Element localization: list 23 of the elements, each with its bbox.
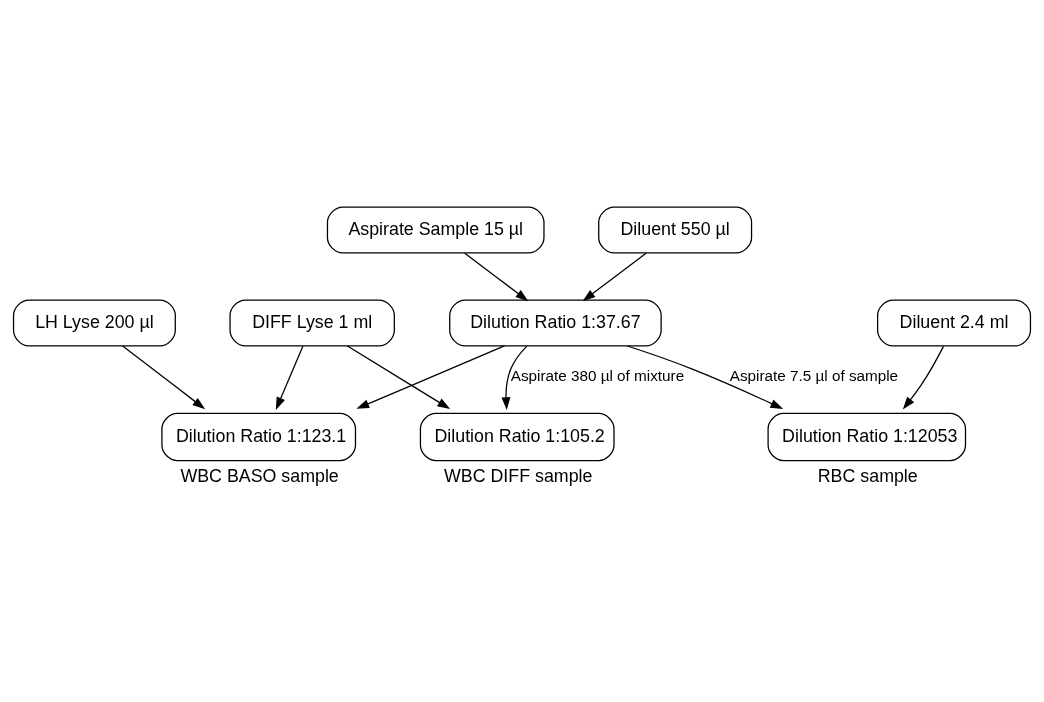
node-label: RBC sample: [817, 466, 918, 487]
arrow: [626, 345, 784, 410]
arrow: [122, 345, 206, 410]
arrow: [501, 345, 528, 411]
node-box: Dilution Ratio 1:12053: [767, 412, 967, 462]
arrow: [275, 345, 304, 411]
arrow: [902, 345, 945, 410]
node-label: WBC BASO sample: [180, 466, 339, 487]
node-box: Diluent 2.4 ml: [877, 299, 1032, 347]
edge-label: Aspirate 380 µl of mixture: [510, 367, 685, 385]
node-box: DIFF Lyse 1 ml: [229, 299, 395, 347]
arrow: [582, 252, 647, 302]
node-box: LH Lyse 200 µl: [12, 299, 176, 347]
node-box: Diluent 550 µl: [598, 206, 753, 254]
edge-label: Aspirate 7.5 µl of sample: [729, 367, 899, 385]
node-box: Dilution Ratio 1:123.1: [161, 412, 357, 462]
arrow: [356, 345, 506, 409]
arrow: [346, 345, 451, 410]
node-box: Dilution Ratio 1:37.67: [449, 299, 662, 347]
node-box: Aspirate Sample 15 µl: [326, 206, 545, 254]
node-box: Dilution Ratio 1:105.2: [419, 412, 615, 462]
node-label: WBC DIFF sample: [444, 466, 593, 487]
arrow: [464, 252, 529, 302]
